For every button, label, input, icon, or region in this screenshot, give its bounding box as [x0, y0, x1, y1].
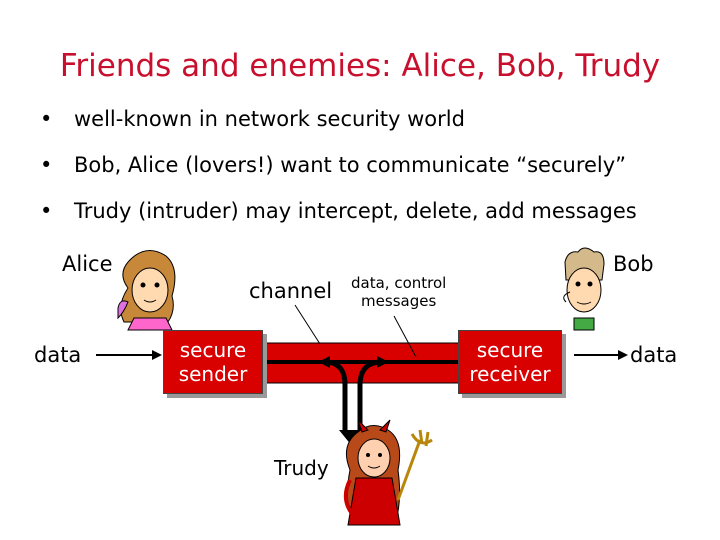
messages-pointer — [393, 315, 417, 358]
data-out-label: data — [630, 343, 678, 367]
bullet-item: • well-known in network security world — [40, 104, 637, 150]
channel-pointer — [294, 304, 321, 345]
bullet-dot: • — [40, 107, 53, 131]
bullet-text: Trudy (intruder) may intercept, delete, … — [74, 199, 637, 223]
slide-title: Friends and enemies: Alice, Bob, Trudy — [59, 48, 661, 84]
data-in-label: data — [34, 343, 82, 367]
data-out-arrowhead — [618, 350, 628, 360]
bob-label: Bob — [613, 252, 654, 276]
channel-label: channel — [249, 279, 333, 303]
secure-sender-box: secure sender — [163, 330, 263, 394]
trudy-tap-right-arrow — [377, 356, 389, 368]
trudy-devil-icon — [343, 419, 433, 526]
bullet-text: Bob, Alice (lovers!) want to communicate… — [74, 153, 627, 177]
bullet-text: well-known in network security world — [74, 107, 465, 131]
trudy-tap-left-arrow — [318, 356, 330, 368]
secure-receiver-box: secure receiver — [458, 330, 562, 394]
bob-avatar-icon — [563, 247, 605, 331]
channel-note: data, control messages — [351, 274, 447, 310]
data-in-arrowhead — [152, 350, 162, 360]
trudy-label: Trudy — [274, 456, 329, 480]
bullet-dot: • — [40, 153, 53, 177]
bullet-item: • Trudy (intruder) may intercept, delete,… — [40, 196, 637, 242]
alice-label: Alice — [62, 252, 113, 276]
alice-avatar-icon — [117, 250, 176, 331]
bullet-item: • Bob, Alice (lovers!) want to communicat… — [40, 150, 637, 196]
bullet-dot: • — [40, 199, 53, 223]
bullet-list: • well-known in network security world • B… — [40, 104, 637, 242]
